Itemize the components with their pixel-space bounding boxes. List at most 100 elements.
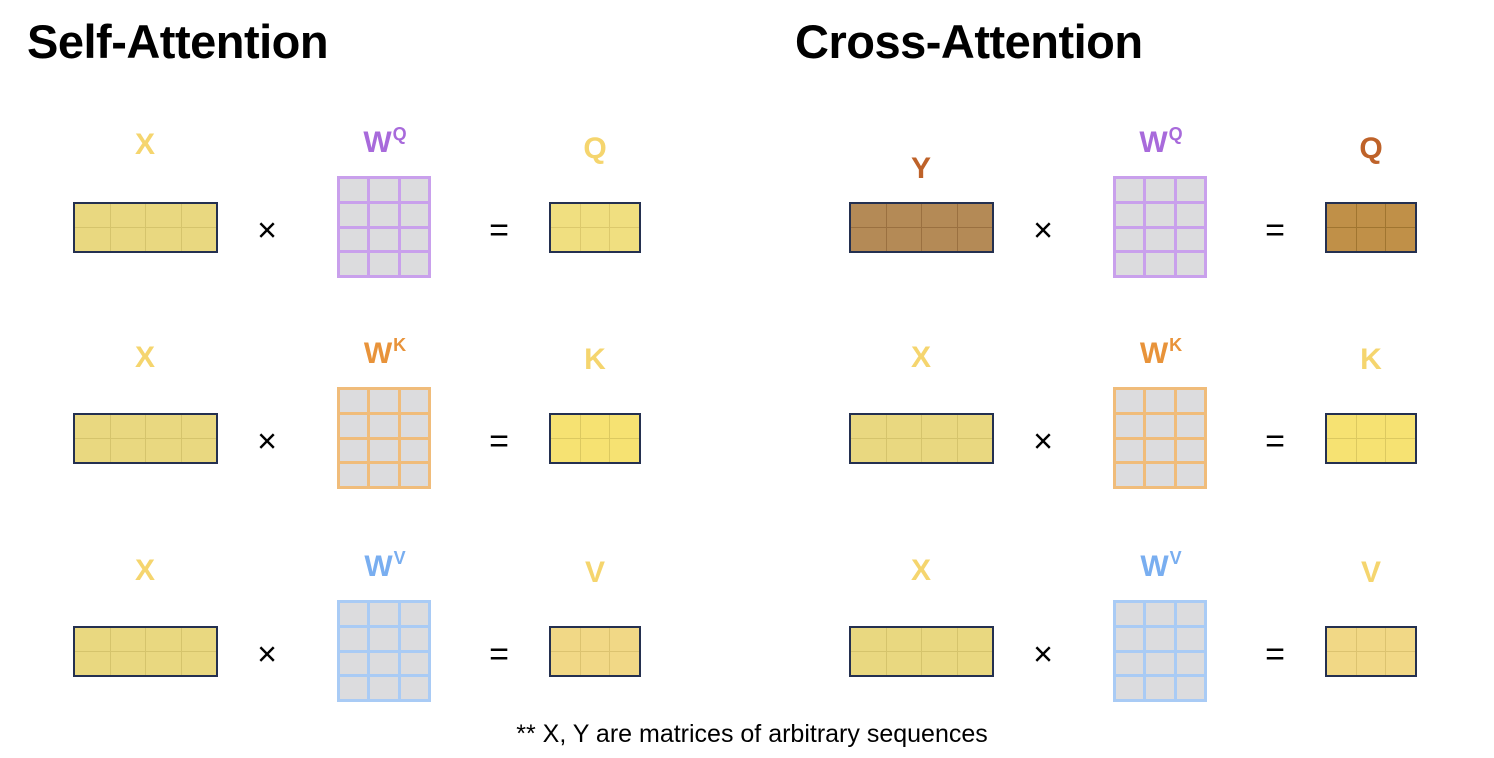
matrix-cell bbox=[400, 464, 428, 486]
matrix-cell bbox=[1356, 415, 1386, 438]
matrix-cell bbox=[1356, 439, 1386, 462]
times-symbol: × bbox=[257, 635, 277, 674]
matrix-cell bbox=[1176, 228, 1204, 251]
matrix-cell bbox=[400, 390, 428, 412]
matrix-cell bbox=[146, 628, 181, 651]
matrix-cell bbox=[1386, 439, 1415, 462]
equals-symbol: = bbox=[1265, 422, 1285, 461]
weight-label-main: W bbox=[1139, 337, 1169, 370]
weight-label-main: W bbox=[1139, 126, 1168, 159]
matrix-cell bbox=[551, 204, 580, 227]
matrix-cell bbox=[1116, 627, 1144, 650]
matrix-cell bbox=[110, 204, 145, 227]
matrix-cell bbox=[370, 414, 398, 437]
matrix-cell bbox=[370, 439, 398, 462]
input-label: X bbox=[134, 341, 155, 374]
matrix-cell bbox=[340, 464, 368, 486]
matrix-cell bbox=[400, 652, 428, 675]
output-matrix bbox=[549, 413, 641, 464]
output-matrix bbox=[1325, 626, 1417, 677]
matrix-cell bbox=[75, 204, 110, 227]
output-matrix bbox=[549, 202, 641, 253]
matrix-cell bbox=[886, 439, 921, 462]
matrix-cell bbox=[851, 228, 886, 251]
matrix-cell bbox=[75, 415, 110, 438]
matrix-cell bbox=[1116, 652, 1144, 675]
input-label: X bbox=[910, 341, 931, 374]
matrix-cell bbox=[1327, 228, 1356, 251]
weight-label-main: W bbox=[364, 550, 393, 583]
matrix-cell bbox=[1146, 464, 1174, 486]
matrix-cell bbox=[370, 203, 398, 226]
matrix-cell bbox=[340, 627, 368, 650]
matrix-cell bbox=[1176, 203, 1204, 226]
matrix-cell bbox=[1176, 627, 1204, 650]
matrix-cell bbox=[146, 415, 181, 438]
matrix-cell bbox=[340, 179, 368, 201]
matrix-cell bbox=[1146, 414, 1174, 437]
weight-matrix bbox=[1113, 387, 1207, 489]
matrix-cell bbox=[1146, 603, 1174, 625]
matrix-cell bbox=[340, 228, 368, 251]
matrix-cell bbox=[110, 628, 145, 651]
weight-label: WV bbox=[1101, 548, 1221, 584]
matrix-cell bbox=[340, 390, 368, 412]
matrix-cell bbox=[1327, 628, 1356, 651]
input-matrix bbox=[849, 413, 994, 464]
matrix-cell bbox=[551, 228, 580, 251]
matrix-cell bbox=[1146, 652, 1174, 675]
weight-label: WQ bbox=[325, 124, 445, 160]
footnote: ** X, Y are matrices of arbitrary sequen… bbox=[516, 720, 988, 748]
matrix-cell bbox=[1356, 652, 1386, 675]
matrix-cell bbox=[1176, 439, 1204, 462]
weight-label-main: W bbox=[1140, 550, 1169, 583]
matrix-cell bbox=[1327, 204, 1356, 227]
matrix-cell bbox=[370, 228, 398, 251]
matrix-cell bbox=[146, 439, 181, 462]
matrix-cell bbox=[400, 603, 428, 625]
matrix-cell bbox=[551, 439, 580, 462]
matrix-cell bbox=[1116, 253, 1144, 275]
matrix-cell bbox=[340, 203, 368, 226]
input-label: X bbox=[910, 554, 931, 587]
matrix-cell bbox=[1176, 390, 1204, 412]
matrix-cell bbox=[886, 652, 921, 675]
matrix-cell bbox=[1327, 652, 1356, 675]
weight-matrix bbox=[337, 176, 431, 278]
matrix-cell bbox=[1116, 603, 1144, 625]
weight-label-superscript: K bbox=[1169, 335, 1183, 355]
times-symbol: × bbox=[257, 422, 277, 461]
matrix-cell bbox=[181, 652, 216, 675]
equals-symbol: = bbox=[489, 211, 509, 250]
matrix-cell bbox=[75, 228, 110, 251]
equals-symbol: = bbox=[1265, 211, 1285, 250]
input-label: X bbox=[134, 128, 155, 161]
matrix-cell bbox=[1327, 439, 1356, 462]
matrix-cell bbox=[1176, 464, 1204, 486]
matrix-cell bbox=[75, 628, 110, 651]
matrix-cell bbox=[610, 439, 639, 462]
matrix-cell bbox=[370, 464, 398, 486]
weight-label: WK bbox=[1101, 335, 1221, 371]
matrix-cell bbox=[75, 439, 110, 462]
matrix-cell bbox=[1327, 415, 1356, 438]
matrix-cell bbox=[580, 652, 610, 675]
matrix-cell bbox=[181, 628, 216, 651]
input-matrix bbox=[849, 626, 994, 677]
matrix-cell bbox=[922, 439, 957, 462]
output-matrix bbox=[1325, 413, 1417, 464]
output-label: V bbox=[1360, 556, 1381, 589]
matrix-cell bbox=[957, 415, 992, 438]
matrix-cell bbox=[340, 253, 368, 275]
matrix-cell bbox=[886, 204, 921, 227]
matrix-cell bbox=[1116, 414, 1144, 437]
times-symbol: × bbox=[257, 211, 277, 250]
matrix-cell bbox=[851, 628, 886, 651]
equals-symbol: = bbox=[489, 422, 509, 461]
matrix-cell bbox=[1386, 228, 1415, 251]
matrix-cell bbox=[340, 603, 368, 625]
matrix-cell bbox=[110, 228, 145, 251]
matrix-cell bbox=[610, 415, 639, 438]
matrix-cell bbox=[957, 652, 992, 675]
weight-label-main: W bbox=[363, 337, 393, 370]
